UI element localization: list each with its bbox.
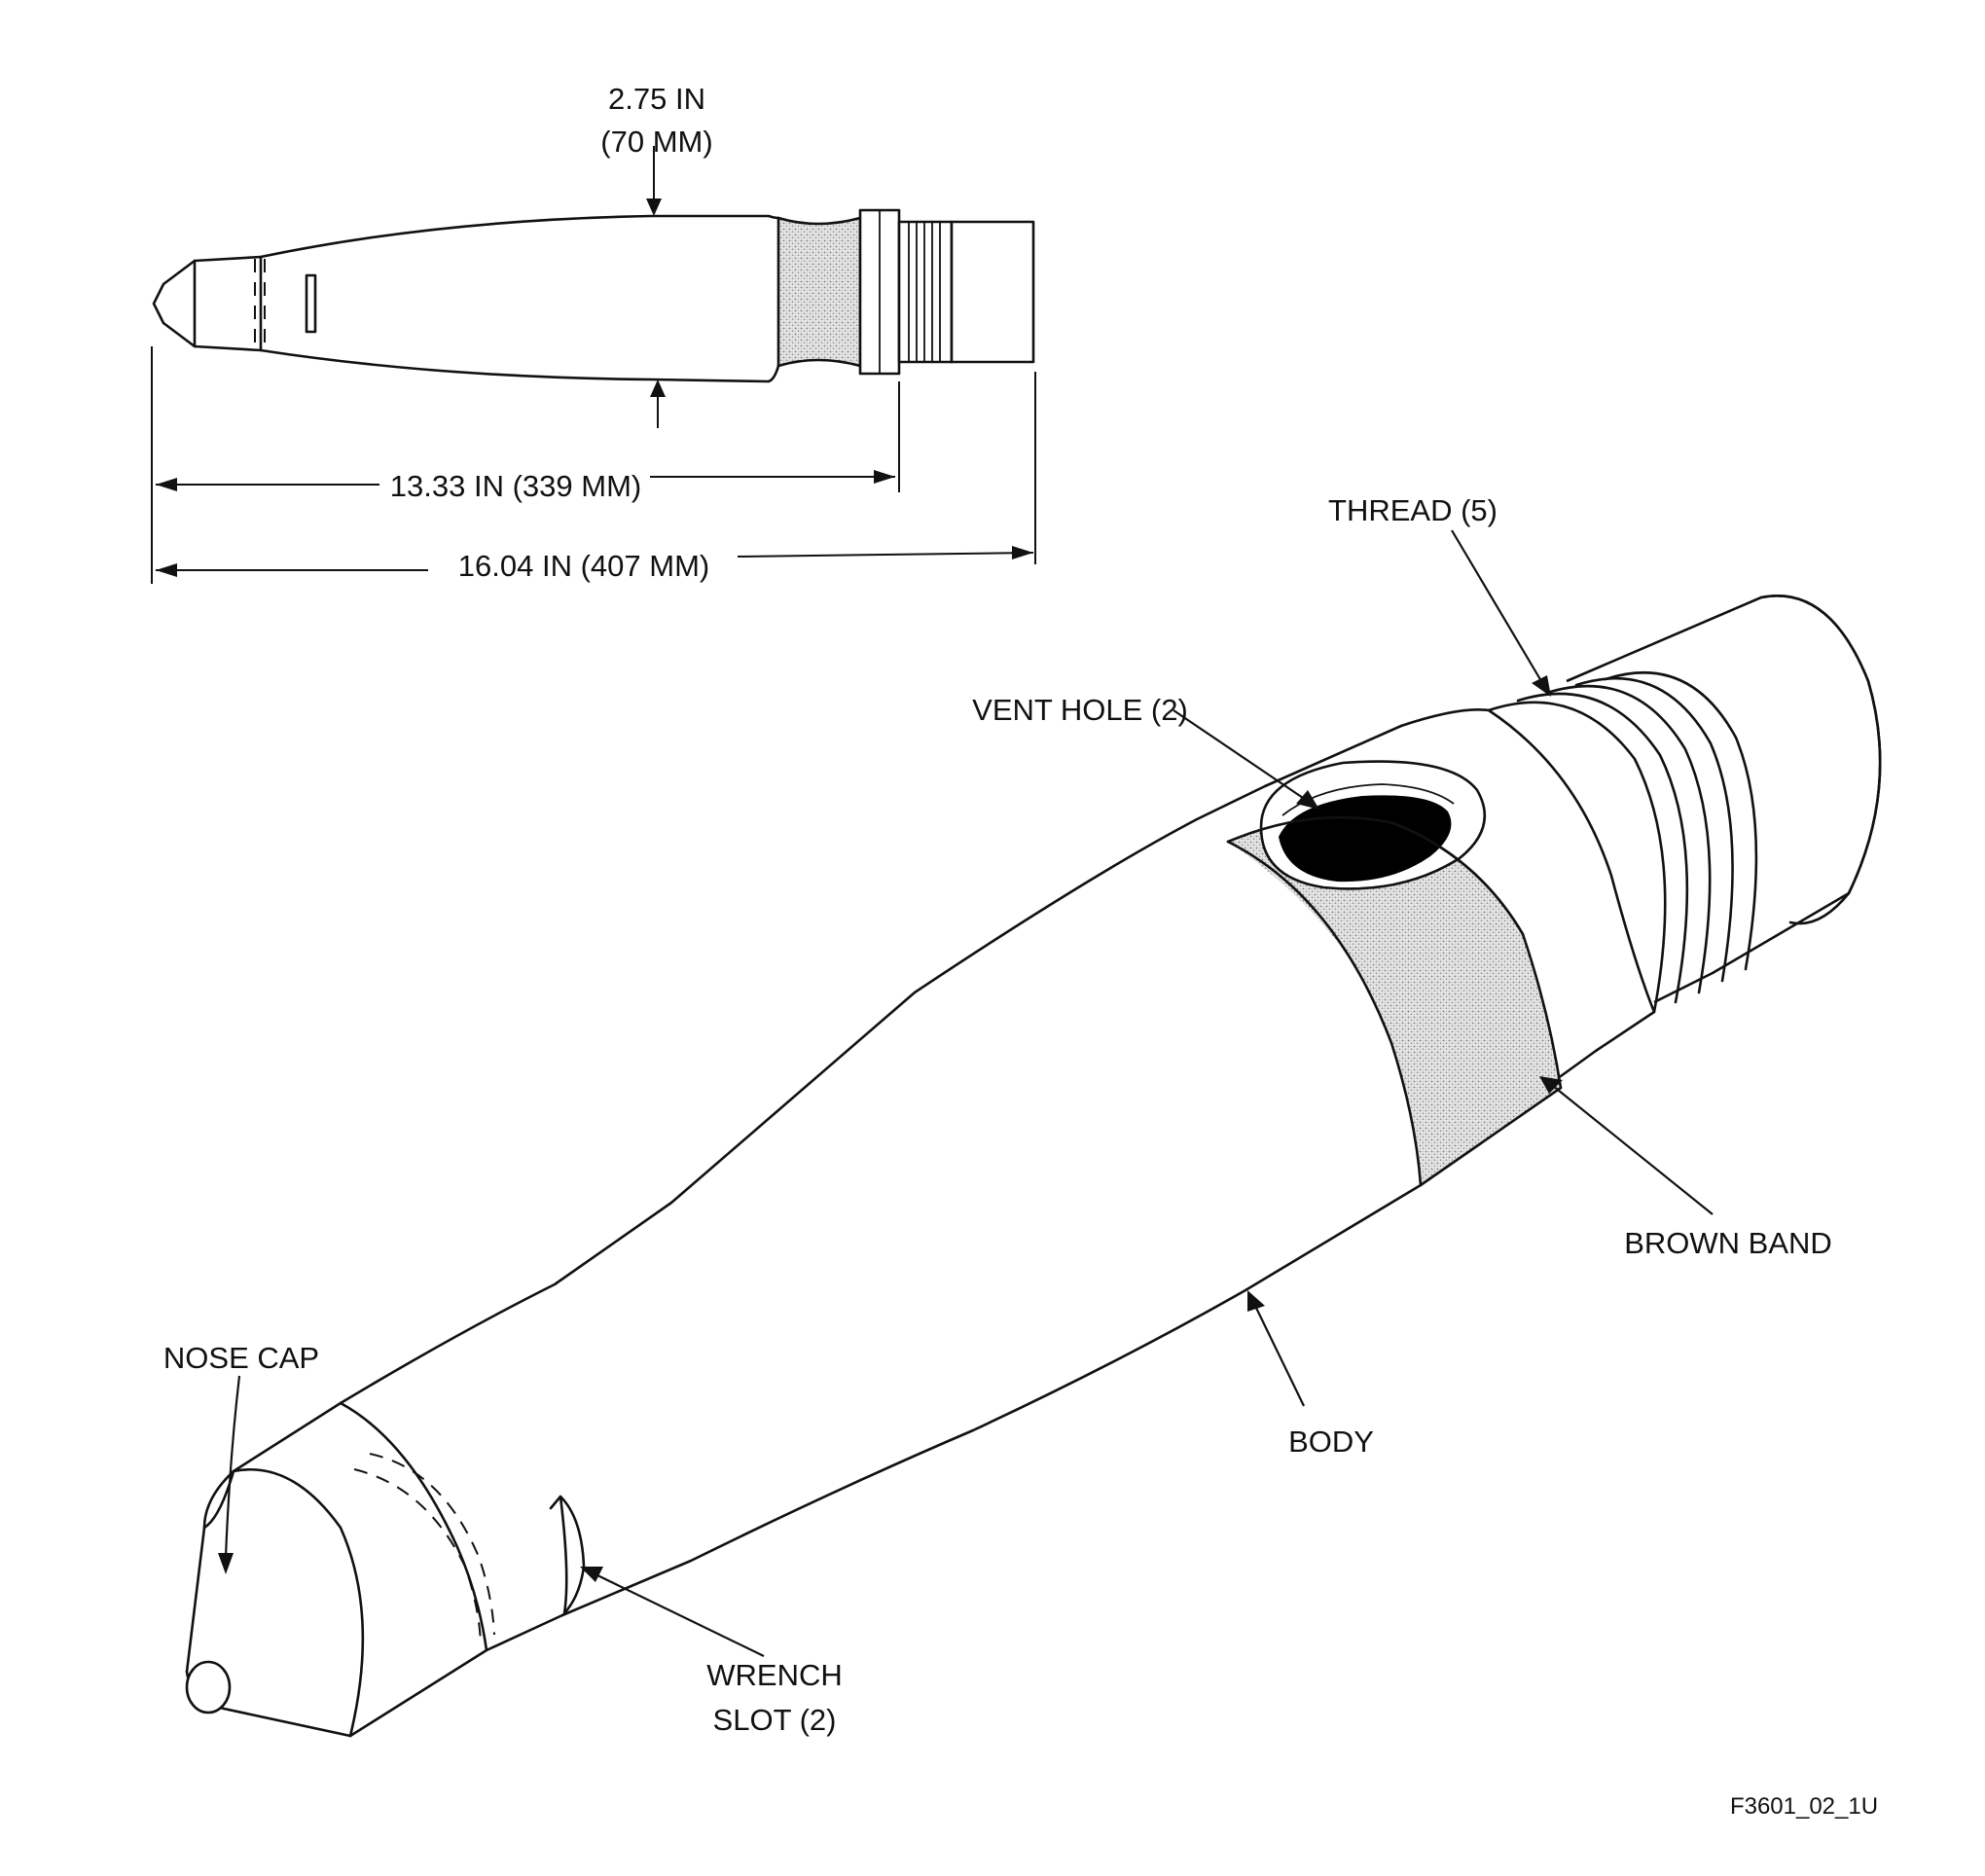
thread-rings xyxy=(1487,671,1758,1014)
figure-id: F3601_02_1U xyxy=(1730,1793,1878,1820)
nose-cap-tip xyxy=(185,1660,232,1714)
wrench-slot-label-line1: WRENCH xyxy=(706,1658,843,1692)
side-view-body-bottom xyxy=(259,348,780,383)
brown-band-shading xyxy=(1228,817,1561,1185)
wrench-slot-label-line2: SLOT (2) xyxy=(713,1703,837,1737)
side-view-thread xyxy=(897,220,954,364)
nose-dome xyxy=(232,1467,365,1738)
body-label: BODY xyxy=(1288,1425,1374,1459)
side-view-wrench-slot xyxy=(305,273,317,334)
length-full-label: 16.04 IN (407 MM) xyxy=(458,549,709,583)
diameter-in-label: 2.75 IN xyxy=(608,82,705,116)
vent-hole-label: VENT HOLE (2) xyxy=(972,693,1188,727)
brown-band-label: BROWN BAND xyxy=(1624,1226,1832,1260)
side-view-body-top xyxy=(259,214,780,259)
side-view-base xyxy=(950,220,1035,364)
side-view-nose-cap xyxy=(193,255,263,352)
thread-label: THREAD (5) xyxy=(1328,493,1498,527)
base-cylinder xyxy=(1566,595,1882,1004)
main-body xyxy=(339,784,1267,1405)
wrench-slot xyxy=(559,1495,586,1615)
nose-cap-label: NOSE CAP xyxy=(163,1341,319,1375)
shoulder-collar xyxy=(1399,708,1656,1078)
diameter-mm-label: (70 MM) xyxy=(600,125,712,159)
side-view: 2.75 IN (70 MM) 13.33 IN (339 MM) 16.04 … xyxy=(151,82,1036,584)
leader-lines xyxy=(218,529,1714,1657)
nose-tip xyxy=(185,1526,206,1674)
side-view-nose-tip xyxy=(152,259,197,348)
isometric-view xyxy=(185,595,1882,1738)
side-view-brown-band xyxy=(778,218,860,366)
length-short-label: 13.33 IN (339 MM) xyxy=(390,469,641,503)
